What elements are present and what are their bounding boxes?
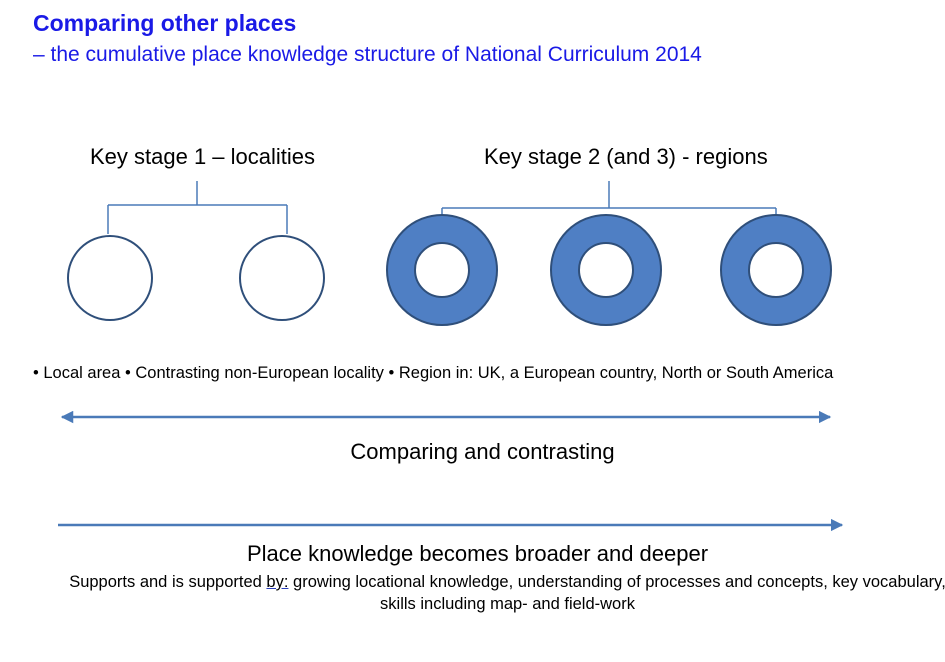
region-ring-3 bbox=[720, 214, 832, 326]
ks2-connector bbox=[441, 181, 777, 214]
comparing-label: Comparing and contrasting bbox=[350, 439, 615, 464]
ks1-connector bbox=[107, 181, 288, 234]
broader-label: Place knowledge becomes broader and deep… bbox=[246, 541, 709, 566]
locality-circle-1 bbox=[67, 235, 153, 321]
region-ring-2 bbox=[550, 214, 662, 326]
page-title: Comparing other places bbox=[33, 10, 297, 36]
supports-prefix: Supports and is supported bbox=[69, 573, 267, 591]
ks1-label: Key stage 1 – localities bbox=[90, 144, 316, 169]
page-subtitle: – the cumulative place knowledge structu… bbox=[33, 43, 702, 66]
supports-rest: growing locational knowledge, understand… bbox=[288, 573, 945, 613]
ks2-label: Key stage 2 (and 3) - regions bbox=[484, 144, 768, 169]
region-ring-1 bbox=[386, 214, 498, 326]
supports-text: Supports and is supported by: growing lo… bbox=[60, 571, 945, 615]
supports-by: by: bbox=[266, 573, 289, 591]
locality-circle-2 bbox=[239, 235, 325, 321]
place-types-list: • Local area • Contrasting non-European … bbox=[33, 364, 834, 382]
